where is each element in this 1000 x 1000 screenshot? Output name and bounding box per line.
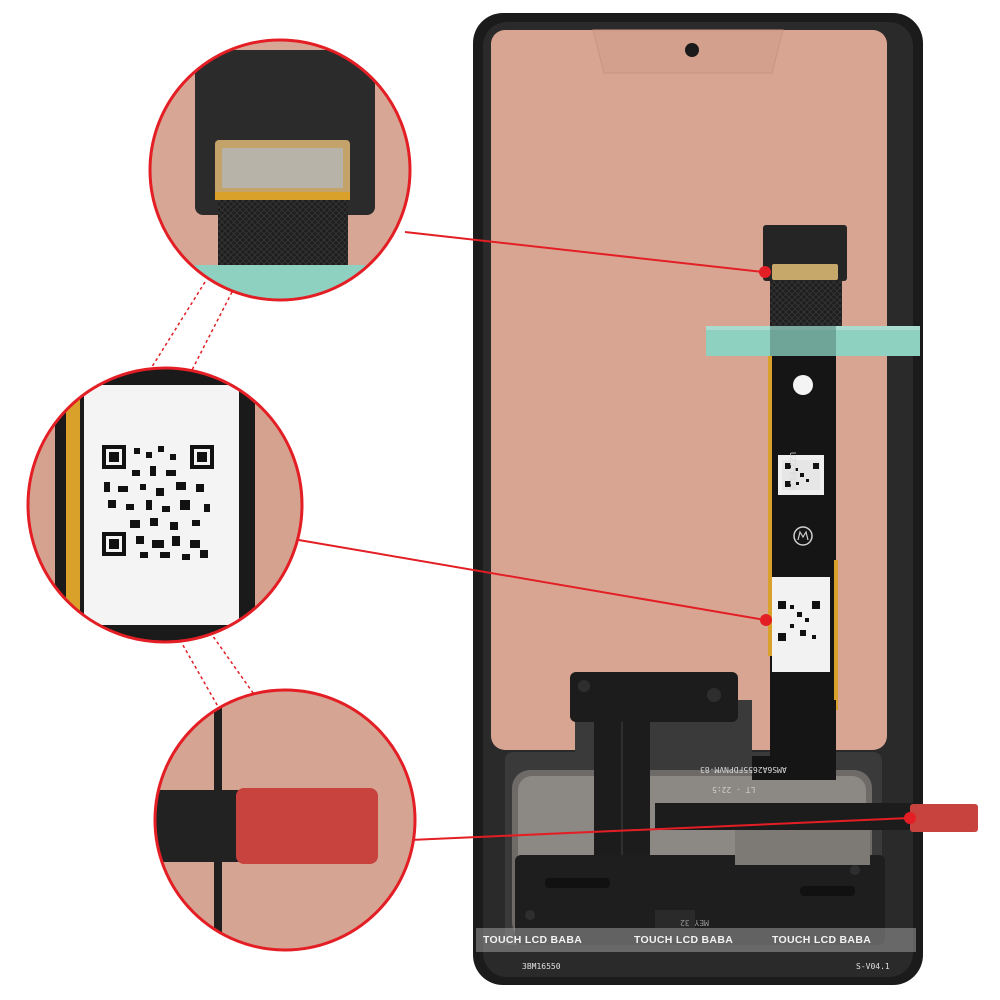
pointer-dot-qr (760, 614, 772, 626)
callout-red-tab-closeup (153, 688, 417, 952)
display-assembly: U23705JE (473, 13, 978, 985)
callout-qr-label-closeup (26, 366, 304, 644)
watermark-band (476, 928, 916, 952)
bottom-right-code: S-V04.1 (856, 962, 890, 971)
watermark-text-3: TOUCH LCD BABA (772, 934, 872, 946)
callout-connector-closeup (148, 38, 412, 302)
red-pull-tab (910, 804, 978, 832)
camera-hole (685, 43, 699, 57)
black-bracket (515, 672, 885, 945)
pointer-dot-tab (904, 812, 916, 824)
watermark-text-1: TOUCH LCD BABA (483, 934, 583, 946)
pointer-dot-connector (759, 266, 771, 278)
watermark-text-2: TOUCH LCD BABA (634, 934, 734, 946)
bottom-left-code: 3BM16550 (522, 962, 561, 971)
pointer-lines (286, 231, 911, 841)
flex-cable (752, 356, 838, 780)
bracket-text: MEY 32 (680, 918, 709, 927)
panel-model-text: AMS6A2655FDPNVM-83 (700, 765, 787, 774)
dotted-connectors (149, 281, 259, 711)
black-strip (655, 803, 915, 830)
flex-code-text: U23705JE (788, 452, 797, 491)
qr-code (102, 445, 214, 560)
panel-date-text: LT - 22:5 (712, 785, 756, 794)
